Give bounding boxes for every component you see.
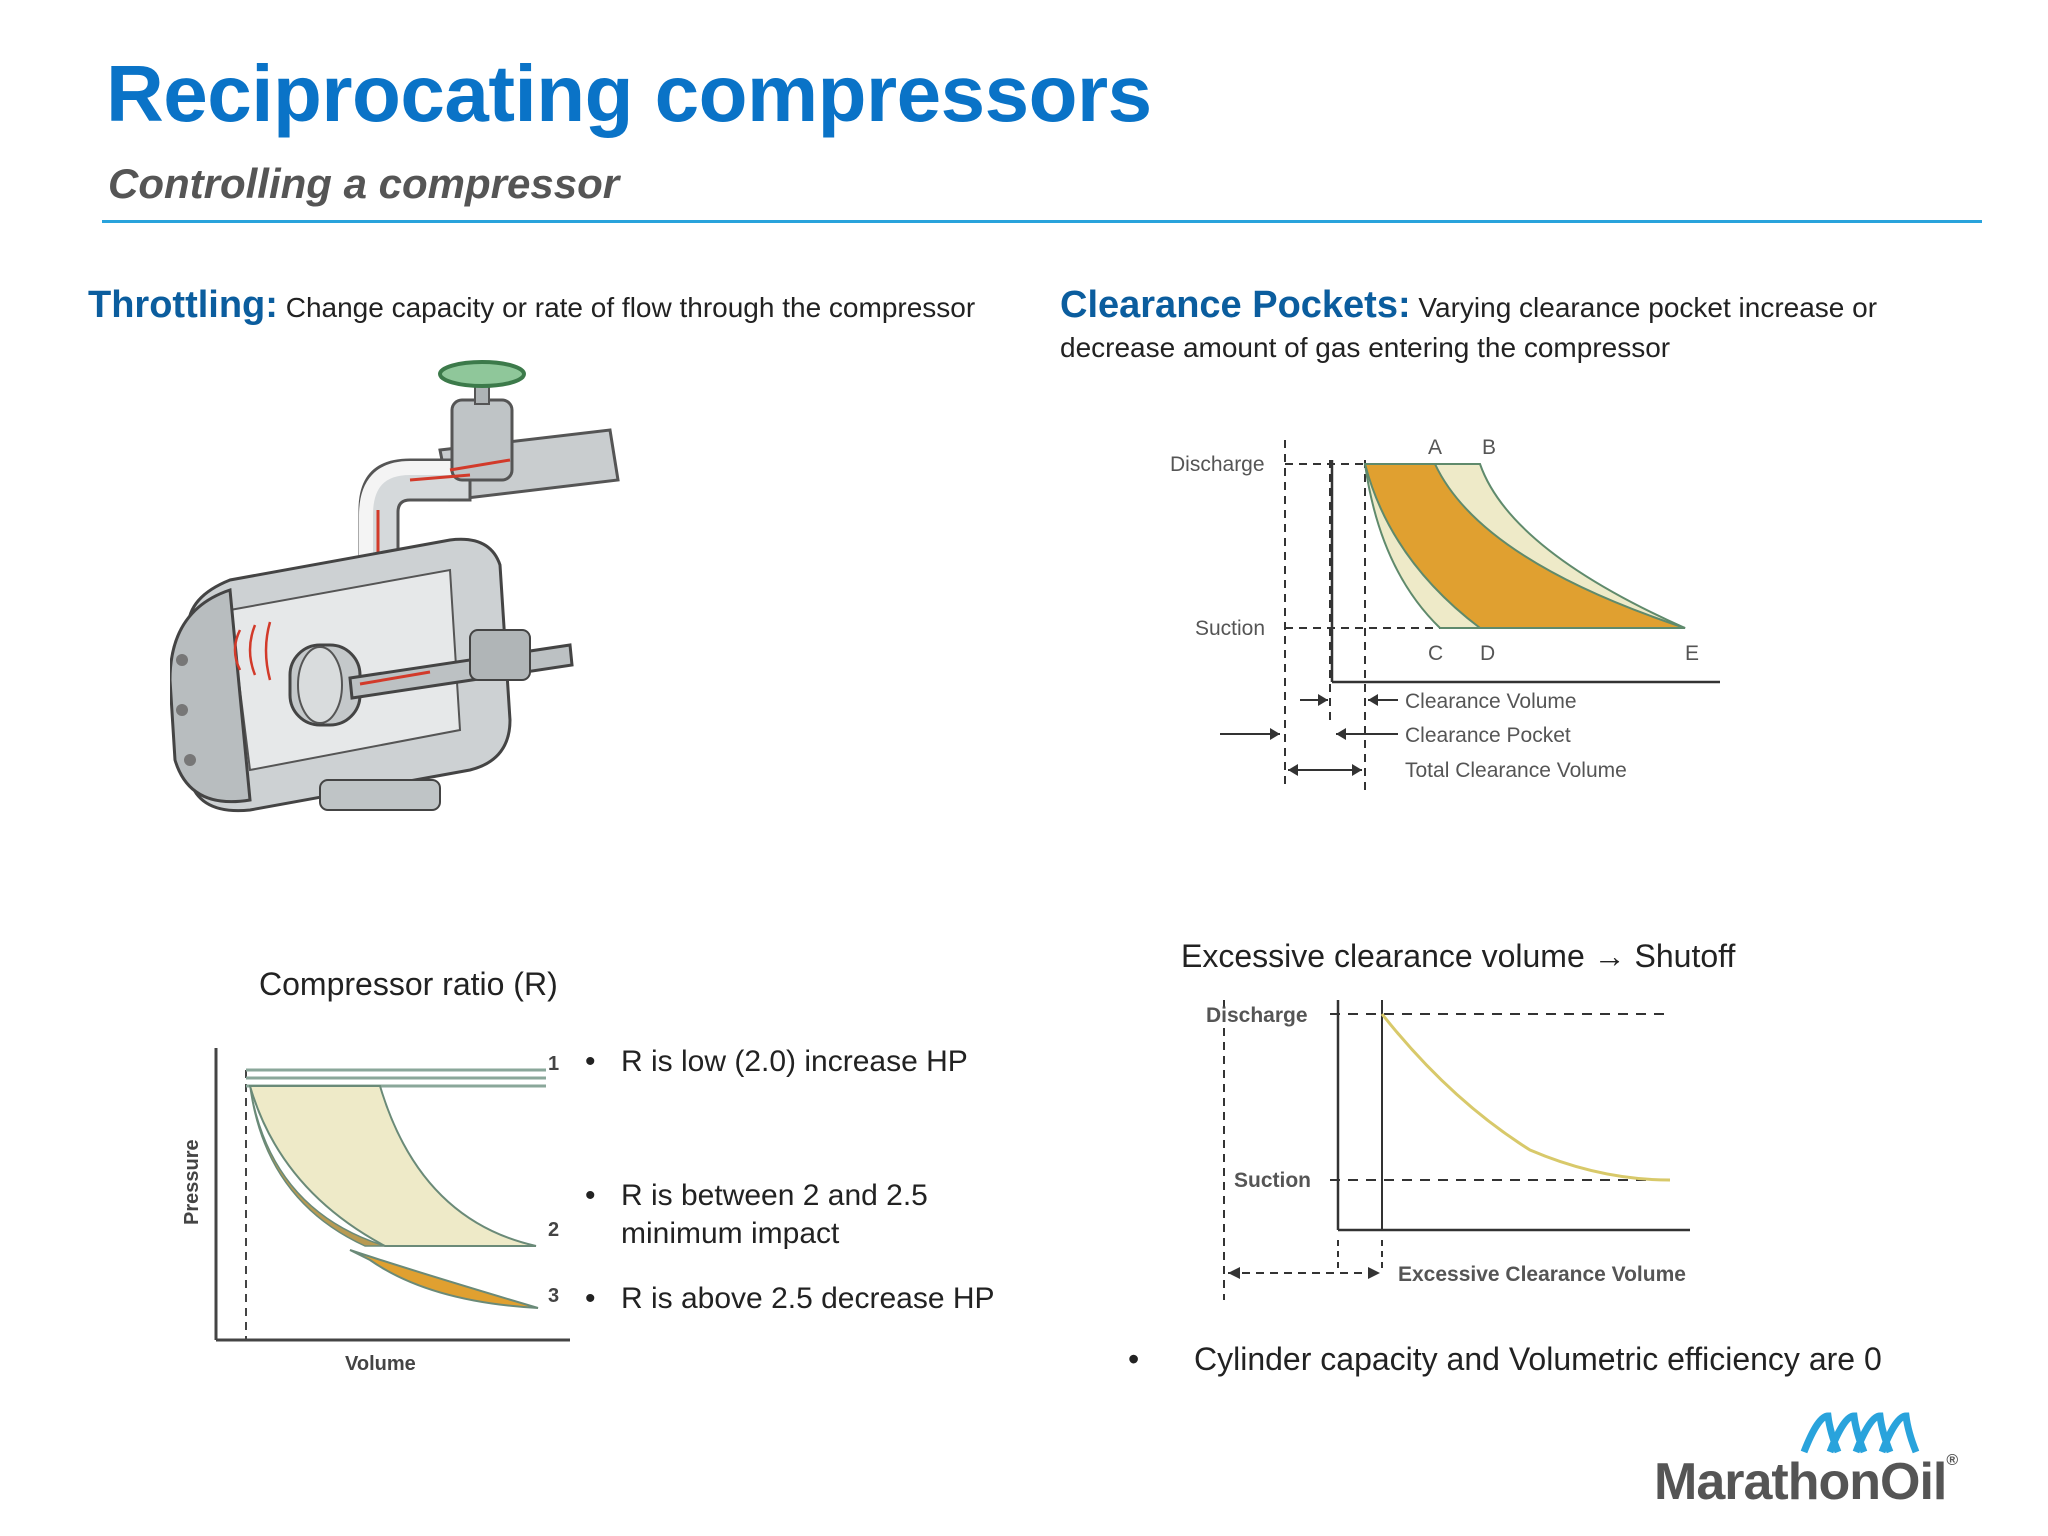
ratio-axis-y-label: Pressure [181,1139,203,1225]
clearance-keyword: Clearance Pockets: [1060,284,1411,326]
page-title: Reciprocating compressors [106,49,1152,138]
throttling-heading: Throttling: Change capacity or rate of f… [88,285,988,328]
shutoff-caption: Excessive clearance volume → Shutoff [1181,938,1736,974]
shutoff-bullet: • Cylinder capacity and Volumetric effic… [1128,1340,1948,1380]
bullet-marker: • [585,1282,596,1315]
ratio-curve-label-2: 2 [548,1219,559,1241]
clearance-description: Varying clearance pocket increase or dec… [1060,292,1878,363]
pv-point-a: A [1428,436,1442,459]
pv-discharge-label: Discharge [1170,453,1265,476]
bullet-marker: • [585,1179,596,1212]
shutoff-discharge-label: Discharge [1206,1004,1308,1027]
ratio-bullet-1-text: R is low (2.0) increase HP [621,1045,968,1078]
throttling-description: Change capacity or rate of flow through … [277,292,976,323]
title-divider [102,220,1982,223]
compressor-cutaway-illustration [170,360,620,813]
ratio-curve-label-3: 3 [548,1285,559,1307]
ratio-axis-x-label: Volume [345,1353,416,1375]
bullet-marker: • [1128,1341,1140,1377]
logo-name: MarathonOil [1654,1453,1947,1511]
pv-total-clearance-volume-label: Total Clearance Volume [1405,759,1627,782]
marathon-oil-logo-mark [1800,1412,1920,1454]
pv-point-c: C [1428,642,1443,665]
pv-point-d: D [1480,642,1495,665]
throttling-keyword: Throttling: [88,284,278,326]
pv-point-b: B [1482,436,1496,459]
shutoff-bullet-text: Cylinder capacity and Volumetric efficie… [1194,1341,1882,1377]
compressor-ratio-diagram: 1 2 3 Volume Pressure [181,1048,570,1375]
clearance-pocket-pv-diagram: Discharge Suction A B C D E Clearance Vo… [1170,436,1720,790]
pv-point-e: E [1685,642,1699,665]
pv-suction-label: Suction [1195,617,1265,640]
shutoff-suction-label: Suction [1234,1169,1311,1192]
ratio-bullet-3-text: R is above 2.5 decrease HP [621,1282,995,1315]
logo-registered-mark: ® [1946,1452,1958,1469]
marathon-oil-logo-text: MarathonOil® [1654,1452,1958,1512]
excessive-clearance-volume-label: Excessive Clearance Volume [1398,1263,1686,1286]
page-subtitle: Controlling a compressor [108,160,620,207]
pv-clearance-pocket-label: Clearance Pocket [1405,724,1571,747]
bullet-marker: • [585,1045,596,1078]
ratio-bullet-2: • R is between 2 and 2.5 minimum impact [585,1177,1065,1257]
ratio-bullet-1: • R is low (2.0) increase HP [585,1043,1065,1083]
pv-clearance-volume-label: Clearance Volume [1405,690,1577,713]
ratio-bullet-3: • R is above 2.5 decrease HP [585,1280,1065,1320]
clearance-heading: Clearance Pockets: Varying clearance poc… [1060,285,1960,368]
excessive-clearance-diagram: Discharge Suction Excessive Clearance Vo… [1206,1000,1690,1300]
ratio-curve-label-1: 1 [548,1053,559,1075]
compressor-ratio-caption: Compressor ratio (R) [259,966,558,1002]
ratio-bullet-2-text: R is between 2 and 2.5 minimum impact [621,1179,928,1250]
